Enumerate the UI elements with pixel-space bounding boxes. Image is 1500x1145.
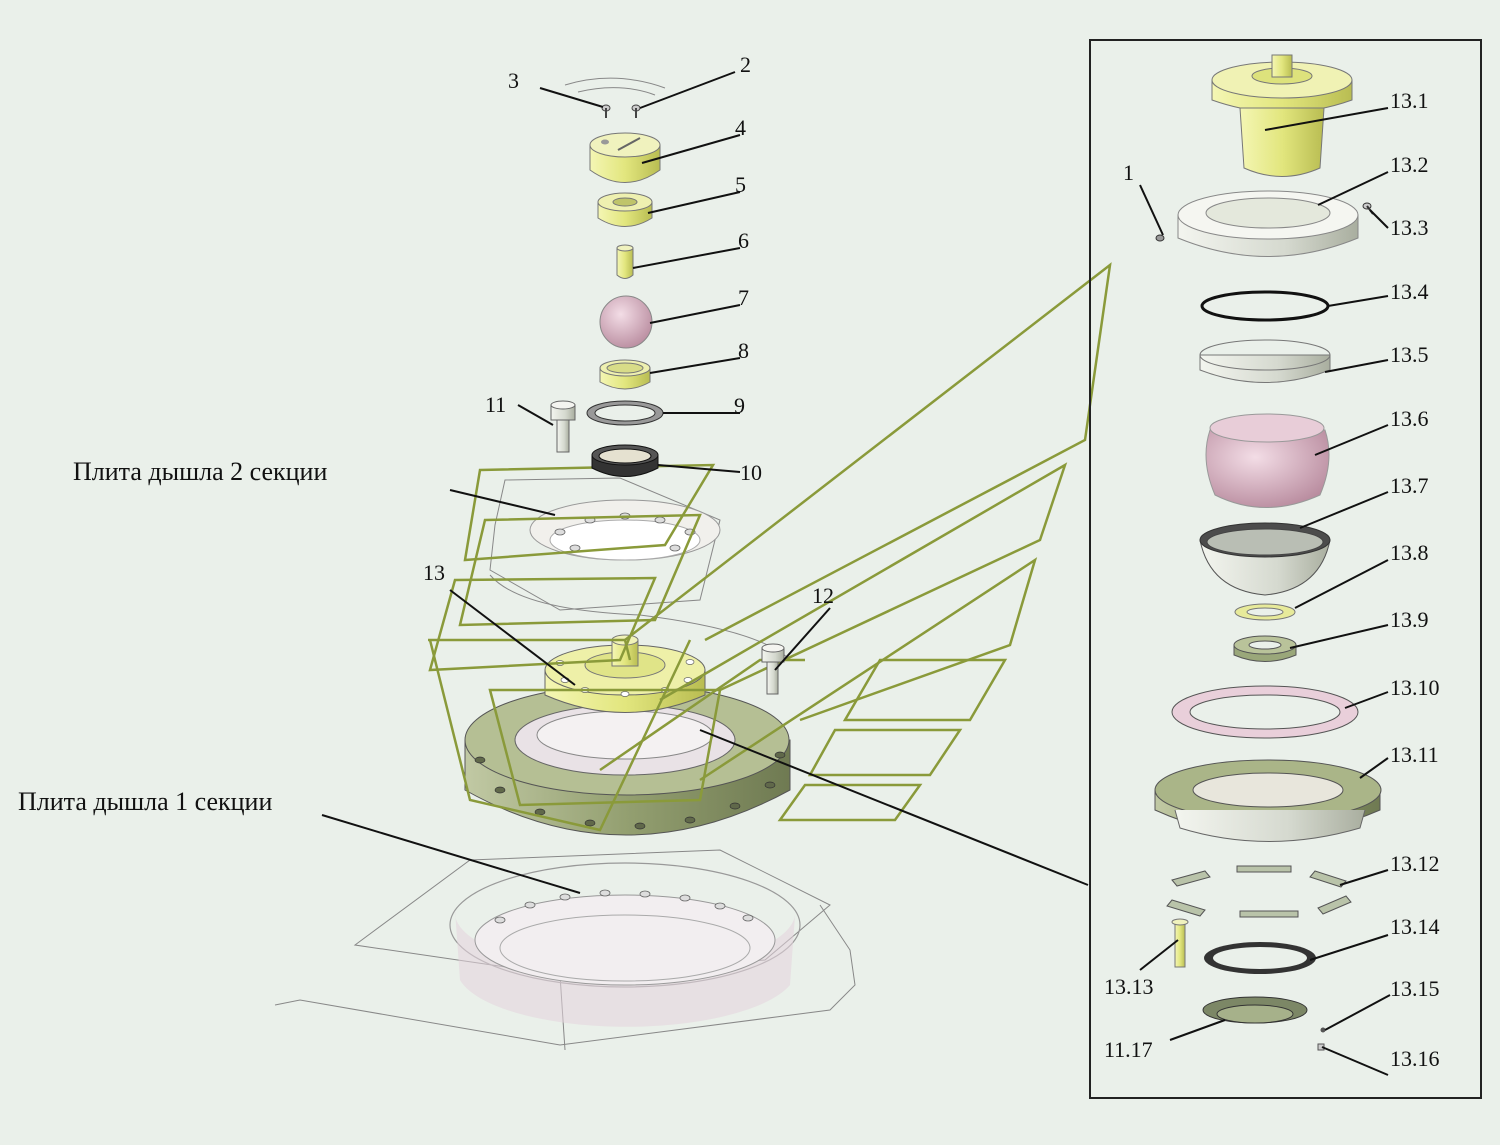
part-8-ring [599,359,651,390]
label-13-16: 13.16 [1390,1046,1440,1071]
part-11-bolt [550,400,576,453]
part-4-cap [589,132,661,183]
label-13-5: 13.5 [1390,342,1429,367]
detail-frame [1089,39,1482,1099]
caption-section-1: Плита дышла 1 секции [18,787,272,816]
labels-right: 13.1 1 13.2 13.3 13.4 13.5 13.6 13.7 13.… [1104,88,1440,1071]
label-9: 9 [734,393,745,418]
detail-13-9-nut [1233,635,1297,662]
label-1: 1 [1123,160,1134,185]
labels-left: 3 2 4 5 6 7 8 9 10 11 12 13 Плита дышла … [18,52,834,816]
detail-13-8-washer [1234,603,1296,621]
label-13-15: 13.15 [1390,976,1440,1001]
label-5: 5 [735,172,746,197]
label-10: 10 [740,460,762,485]
label-13: 13 [423,560,445,585]
detail-13-14-gasket [1204,942,1316,974]
label-8: 8 [738,338,749,363]
label-13-7: 13.7 [1390,473,1429,498]
detail-13-13-bolt [1171,918,1189,968]
detail-13-10-gasket [1171,685,1359,739]
detail-13-5-band [1199,339,1331,383]
label-13-9: 13.9 [1390,607,1429,632]
detail-13-2-ring [1177,190,1359,257]
label-11: 11 [485,392,506,417]
detail-13-1-axle [1211,54,1353,177]
label-13-11: 13.11 [1390,742,1439,767]
label-4: 4 [735,115,746,140]
detail-13-12-plates [1166,865,1352,918]
label-13-2: 13.2 [1390,152,1429,177]
label-13-8: 13.8 [1390,540,1429,565]
detail-13-6-sphere [1205,413,1330,508]
part-10-seal [591,444,659,477]
part-9-washer [586,400,664,426]
label-13-1: 13.1 [1390,88,1429,113]
detail-11-17-cover [1202,996,1308,1024]
label-7: 7 [738,285,749,310]
label-3: 3 [508,68,519,93]
part-7-ball [599,295,653,349]
caption-section-2: Плита дышла 2 секции [73,457,327,486]
label-13-6: 13.6 [1390,406,1429,431]
plate-section-1 [274,849,856,1051]
leader-lines-left [321,71,1089,894]
part-12-bolt [761,643,785,695]
part-2-3-screws [564,77,666,118]
detail-13-11-housing [1154,759,1382,842]
detail-13-15-16-pins [1317,1027,1326,1051]
label-12: 12 [812,583,834,608]
part-6-pin [616,244,634,279]
label-6: 6 [738,228,749,253]
label-13-14: 13.14 [1390,914,1440,939]
label-13-10: 13.10 [1390,675,1440,700]
plate-section-2 [489,477,791,661]
label-2: 2 [740,52,751,77]
detail-13-7-cup [1199,522,1331,596]
label-13-4: 13.4 [1390,279,1429,304]
label-11-17: 11.17 [1104,1037,1153,1062]
label-13-12: 13.12 [1390,851,1440,876]
label-13-3: 13.3 [1390,215,1429,240]
housing-assembly-13 [464,634,791,836]
leader-lines-right [1139,107,1391,1076]
label-13-13: 13.13 [1104,974,1154,999]
detail-1-screw [1155,234,1165,242]
detail-13-4-oring [1200,290,1330,322]
part-5-bushing [597,192,653,227]
